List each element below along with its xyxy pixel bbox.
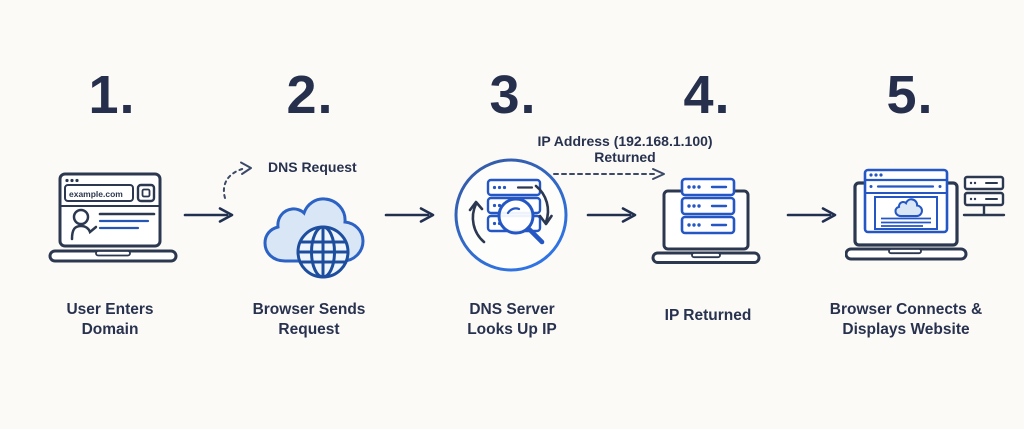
- flow-arrow-2: [384, 207, 435, 223]
- step-1-number: 1.: [88, 65, 136, 125]
- step-3-label-line2: Looks Up IP: [467, 321, 557, 339]
- globe-icon: [296, 225, 350, 279]
- browser-url-text: example.com: [69, 189, 123, 199]
- flow-arrow-4: [786, 207, 837, 223]
- network-server-icon: [962, 175, 1006, 217]
- server-stack-icon: [680, 177, 736, 235]
- laptop-website-server-icon: [845, 168, 1006, 261]
- step-3-label-line1: DNS Server: [469, 301, 555, 318]
- ip-returned-line1: IP Address (192.168.1.100): [537, 133, 713, 149]
- step-1-label: User Enters Domain: [35, 300, 185, 341]
- step-3-number: 3.: [489, 65, 537, 125]
- laptop-browser-icon: example.com: [48, 172, 178, 263]
- dns-request-annotation: DNS Request: [268, 159, 357, 175]
- browser-window-icon: [863, 168, 949, 234]
- ip-returned-dashed-arrow: [553, 168, 665, 180]
- step-4-label: IP Returned: [633, 306, 783, 326]
- flow-arrow-3: [586, 207, 637, 223]
- cloud-globe-icon: [263, 197, 365, 279]
- step-1-label-line2: Domain: [81, 321, 139, 339]
- step-4-label-line1: IP Returned: [664, 307, 752, 324]
- address-bar: example.com: [64, 183, 156, 203]
- laptop-servers-icon: [651, 177, 761, 264]
- refresh-arrows-icon: [468, 184, 553, 244]
- step-2-label-line1: Browser Sends: [252, 301, 366, 318]
- dns-request-dashed-arrow: [223, 161, 252, 199]
- step-5-label-line2: Displays Website: [842, 321, 970, 339]
- flow-arrow-1: [183, 207, 234, 223]
- step-5-label: Browser Connects & Displays Website: [808, 300, 1004, 341]
- magnifier-icon: [497, 197, 545, 245]
- step-2-number: 2.: [286, 65, 334, 125]
- step-2-label: Browser Sends Request: [234, 300, 384, 341]
- ip-returned-annotation: IP Address (192.168.1.100) Returned: [520, 133, 730, 165]
- ip-returned-line2: Returned: [594, 149, 656, 165]
- step-2-label-line2: Request: [278, 321, 340, 339]
- dns-server-magnifier-icon: [454, 158, 568, 272]
- step-5-label-line1: Browser Connects &: [829, 301, 983, 318]
- step-1-label-line1: User Enters: [66, 301, 154, 318]
- step-5-number: 5.: [886, 65, 934, 125]
- cloud-icon: [894, 198, 923, 218]
- user-icon: [70, 208, 98, 241]
- step-3-label: DNS Server Looks Up IP: [437, 300, 587, 341]
- step-4-number: 4.: [683, 65, 731, 125]
